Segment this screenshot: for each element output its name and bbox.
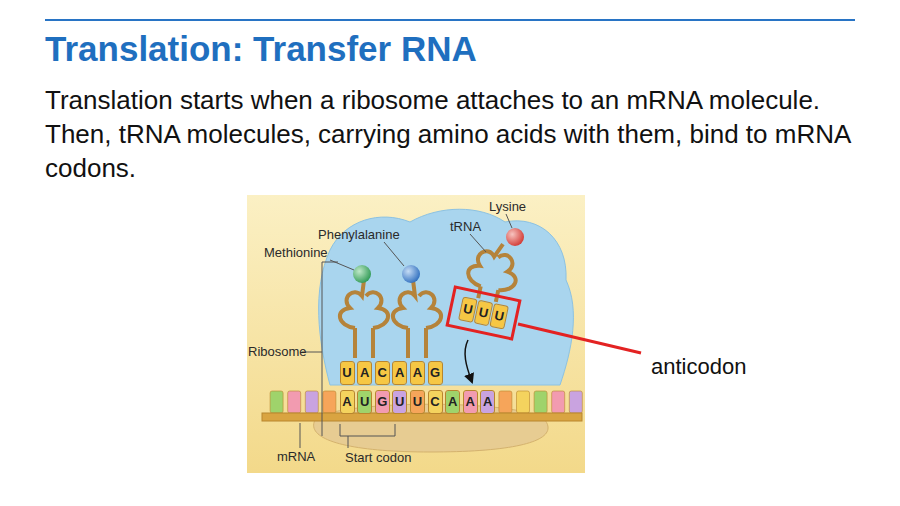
mrna-base xyxy=(323,391,336,413)
codon-base: A xyxy=(464,391,477,413)
trna-phenylalanine xyxy=(393,280,441,358)
pairing-arrow xyxy=(465,340,472,382)
mrna-base xyxy=(499,391,512,413)
anticodon-box: UUU xyxy=(445,285,521,340)
anticodon-leader xyxy=(518,324,641,353)
methionine-sphere xyxy=(353,265,371,283)
mrna-base xyxy=(534,391,547,413)
part-label: mRNA xyxy=(277,449,315,464)
lysine-sphere xyxy=(506,228,524,246)
mrna-base xyxy=(288,391,301,413)
codon-base: A xyxy=(481,391,494,413)
mrna-base xyxy=(270,391,283,413)
codon-base: U xyxy=(358,391,371,413)
trna-lysine xyxy=(463,238,522,305)
anticodon-base: U xyxy=(474,301,491,325)
mrna-base xyxy=(552,391,565,413)
anticodon-base: A xyxy=(358,362,371,384)
mrna-base xyxy=(517,391,530,413)
callout-label: anticodon xyxy=(651,354,746,380)
mrna-strand xyxy=(262,413,582,421)
mrna-bases xyxy=(270,391,582,413)
phenylalanine-sphere xyxy=(402,265,420,283)
part-label: Start codon xyxy=(345,450,412,465)
codon-base: G xyxy=(376,391,389,413)
codon-base: U xyxy=(411,391,424,413)
mrna-base xyxy=(305,391,318,413)
anticodon-base: A xyxy=(393,362,406,384)
anticodon-base: U xyxy=(459,298,476,322)
anticodon-base: A xyxy=(411,362,424,384)
ribosome-large-subunit xyxy=(319,209,574,385)
codon-base: U xyxy=(393,391,406,413)
top-rule xyxy=(45,19,855,21)
anticodon-base: C xyxy=(376,362,389,384)
amino-acid-label: Phenylalanine xyxy=(318,227,400,242)
anticodon-base: U xyxy=(490,304,507,328)
leader-lines xyxy=(300,214,512,448)
codon-base: A xyxy=(446,391,459,413)
body-text: Translation starts when a ribosome attac… xyxy=(45,83,857,185)
codon-base: A xyxy=(341,391,354,413)
slide-title: Translation: Transfer RNA xyxy=(45,29,477,69)
trna-methionine xyxy=(340,280,388,358)
mrna-base xyxy=(569,391,582,413)
codon-base: C xyxy=(429,391,442,413)
amino-acid-label: Methionine xyxy=(264,245,328,260)
part-label: Ribosome xyxy=(248,344,307,359)
picture-ground xyxy=(247,195,585,473)
anticodon-base: U xyxy=(341,362,354,384)
part-label: tRNA xyxy=(450,219,481,234)
anticodon-base: G xyxy=(429,362,442,384)
amino-acid-label: Lysine xyxy=(489,199,526,214)
